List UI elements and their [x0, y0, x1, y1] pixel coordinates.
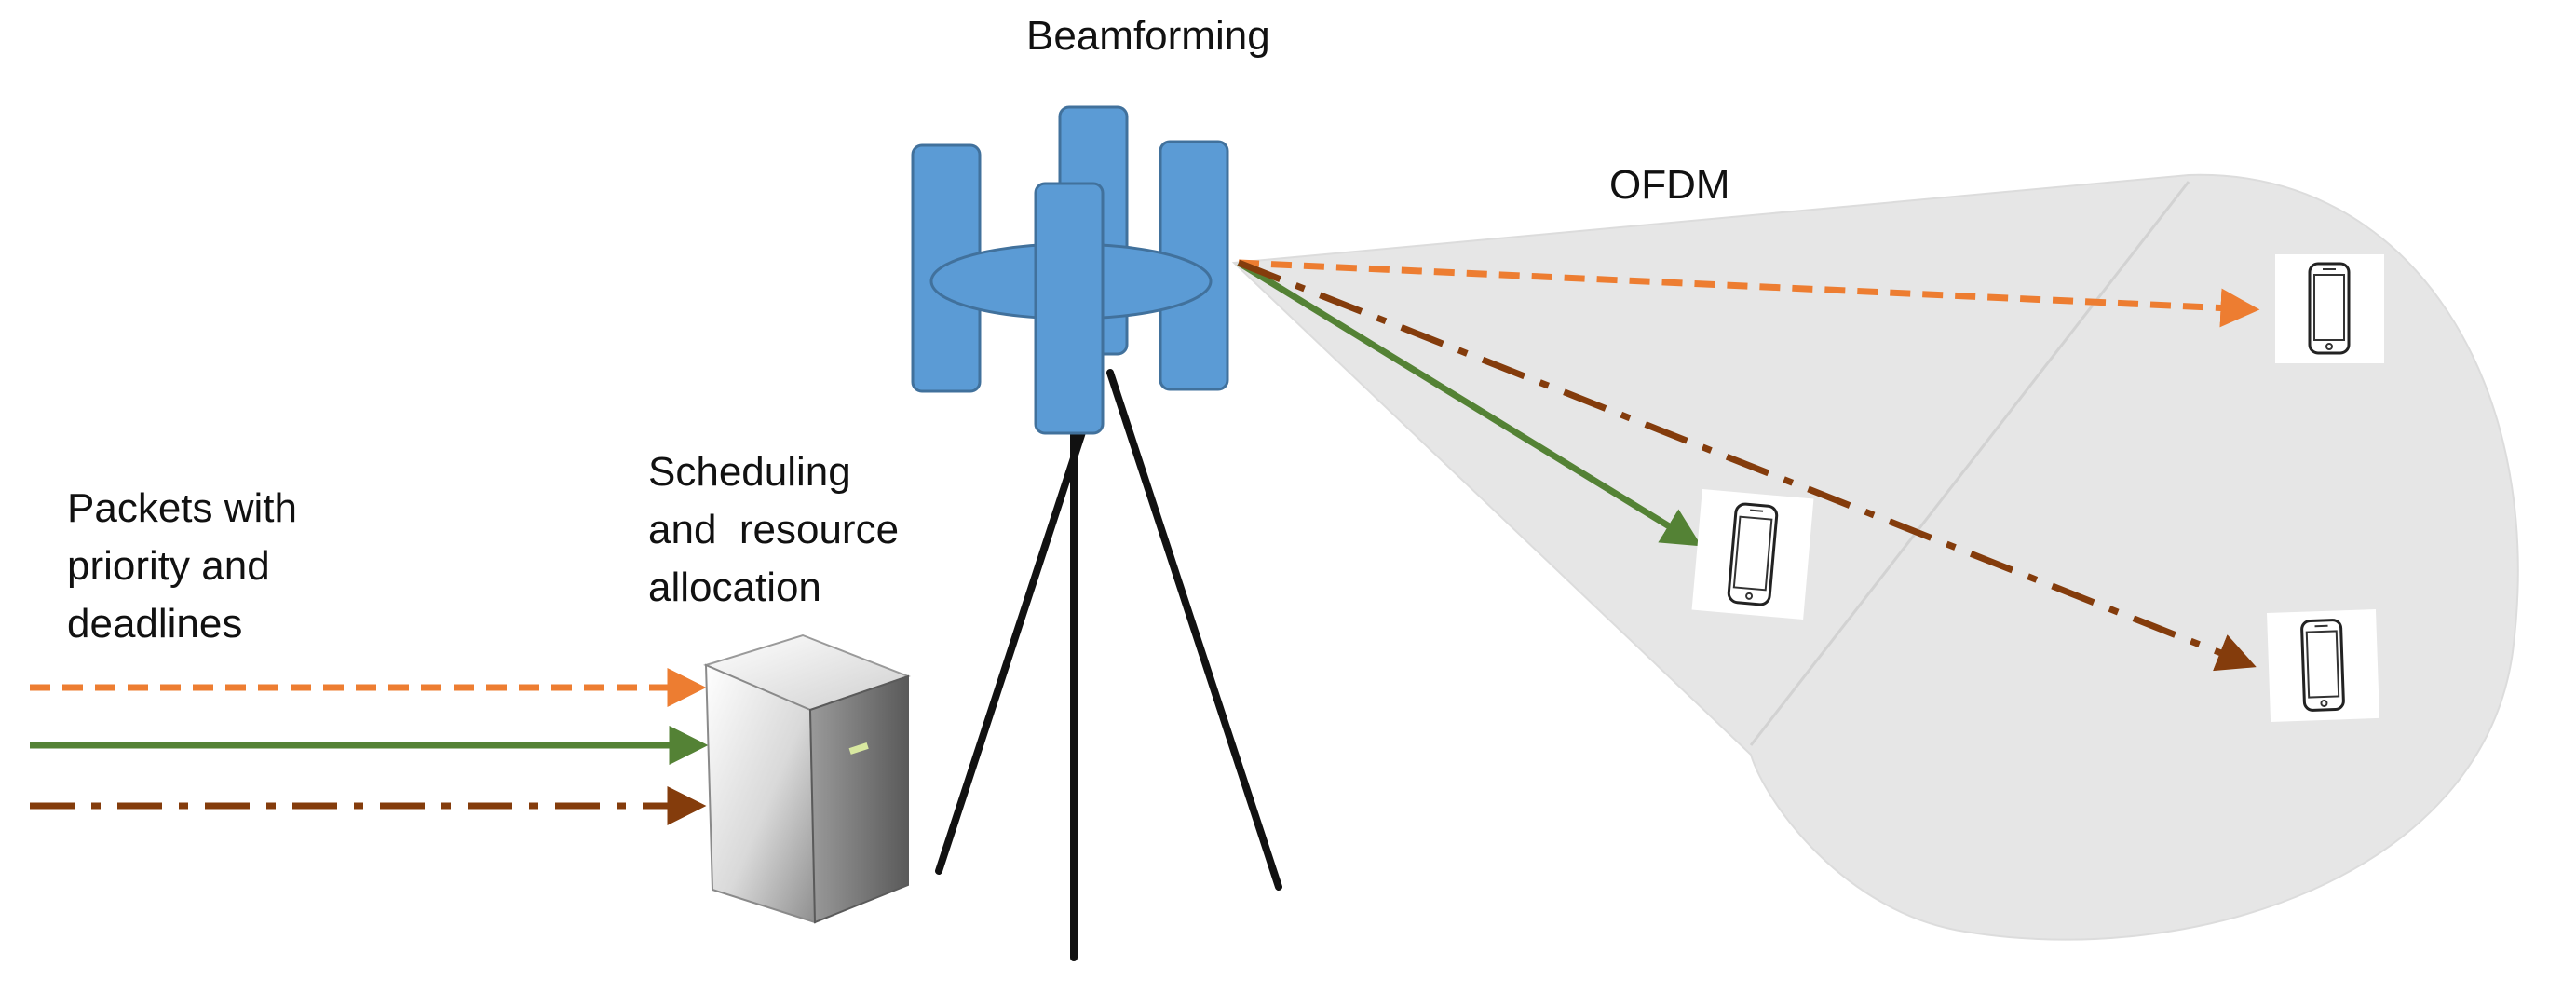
- packets-label: Packets with priority and deadlines: [67, 480, 297, 653]
- antenna-icon: [913, 107, 1227, 433]
- smartphone-icon: [1692, 489, 1814, 620]
- packets-label-line-2: priority and: [67, 538, 297, 595]
- scheduling-label-line-3: allocation: [648, 559, 899, 617]
- packets-label-line-3: deadlines: [67, 595, 297, 653]
- beamforming-label: Beamforming: [1026, 7, 1270, 65]
- scheduling-label: Scheduling and resource allocation: [648, 443, 899, 617]
- tower-legs: [939, 373, 1279, 958]
- smartphone-icon: [2267, 609, 2379, 722]
- ofdm-label: OFDM: [1609, 157, 1730, 214]
- scheduling-label-line-2: and resource: [648, 501, 899, 559]
- smartphone-icon: [2275, 254, 2384, 363]
- server-side: [810, 676, 908, 922]
- scheduling-label-line-1: Scheduling: [648, 443, 899, 501]
- server-icon: [706, 635, 908, 922]
- packets-label-line-1: Packets with: [67, 480, 297, 538]
- antenna-panel-front: [1036, 184, 1103, 433]
